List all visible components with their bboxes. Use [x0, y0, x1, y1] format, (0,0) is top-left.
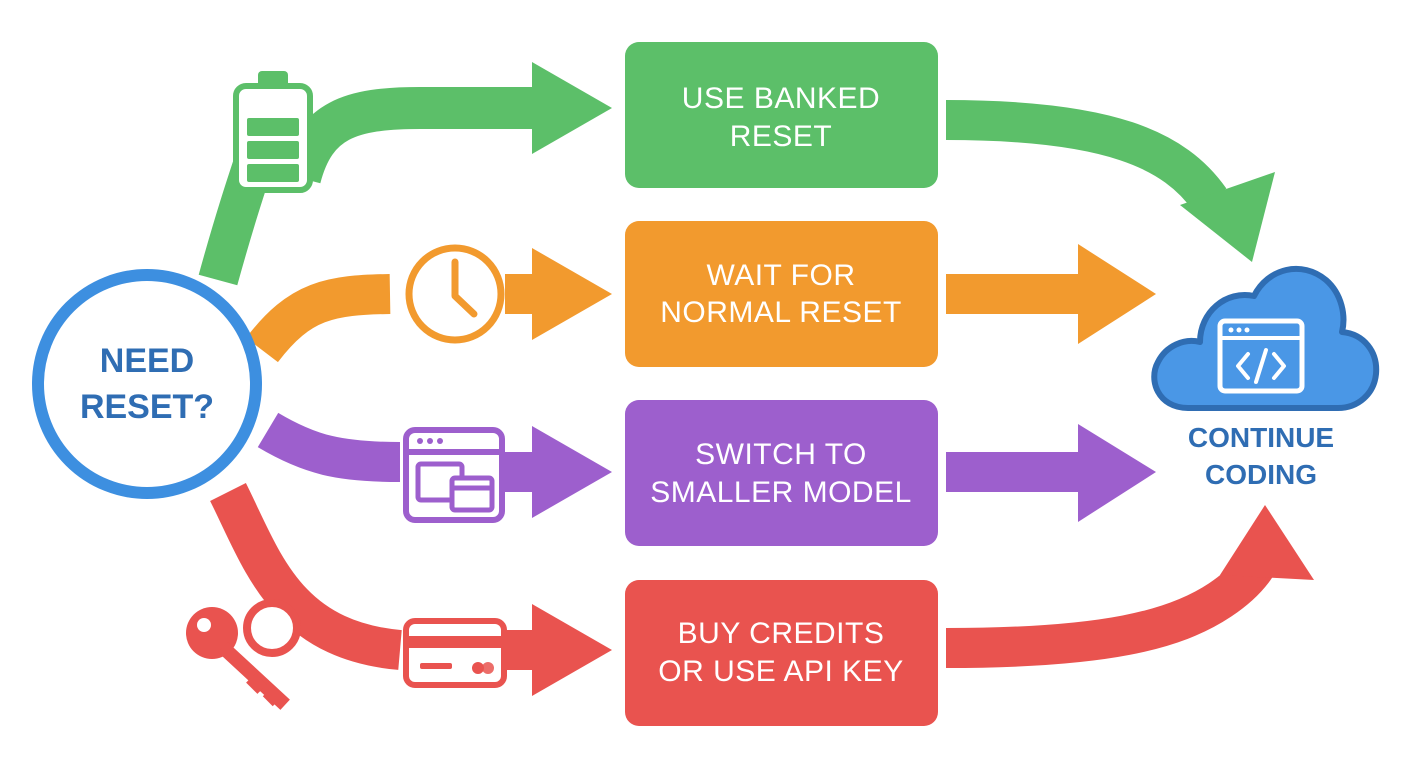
connector-purple	[257, 412, 612, 518]
start-node: NEED RESET?	[32, 269, 262, 499]
option-box-banked-reset: USE BANKED RESET	[625, 42, 938, 188]
clock-icon	[405, 244, 505, 344]
cloud-code-icon	[1151, 265, 1380, 411]
option-box-credits-api-key: BUY CREDITS OR USE API KEY	[625, 580, 938, 726]
option-label-line1: SWITCH TO	[695, 438, 867, 471]
connector-purple-to-end	[946, 424, 1156, 522]
connector-red-to-end	[945, 505, 1314, 668]
end-node-label: CONTINUE CODING	[1188, 422, 1334, 490]
option-label-line2: SMALLER MODEL	[650, 476, 912, 509]
option-box-smaller-model: SWITCH TO SMALLER MODEL	[625, 400, 938, 546]
option-label-line1: USE BANKED	[682, 82, 880, 115]
option-box-normal-reset: WAIT FOR NORMAL RESET	[625, 221, 938, 367]
key-icon	[186, 599, 301, 710]
start-label-line1: NEED	[100, 342, 194, 380]
connector-orange-to-end	[946, 244, 1156, 344]
credit-card-icon	[403, 618, 507, 688]
option-label-line2: RESET	[730, 120, 833, 153]
windows-icon	[403, 427, 505, 523]
battery-icon	[233, 71, 313, 193]
option-label-line2: NORMAL RESET	[660, 296, 902, 329]
connector-orange	[246, 248, 612, 363]
option-label-line1: WAIT FOR	[707, 259, 856, 292]
end-label-line1: CONTINUE	[1188, 422, 1334, 453]
option-label-line1: BUY CREDITS	[678, 617, 885, 650]
end-label-line2: CODING	[1205, 459, 1317, 490]
option-label-line2: OR USE API KEY	[658, 655, 903, 688]
connector-green-to-end	[945, 100, 1275, 262]
start-label-line2: RESET?	[80, 388, 214, 426]
connector-red	[210, 483, 612, 696]
